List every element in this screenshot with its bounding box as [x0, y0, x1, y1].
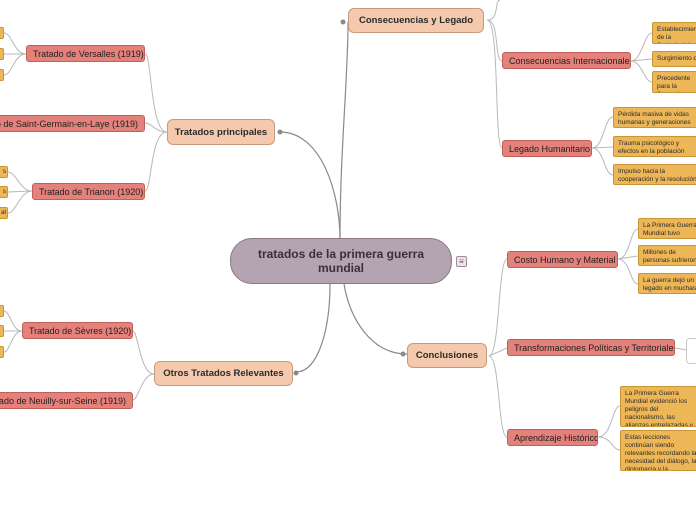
sub-node-label: Aprendizaje Histórico [514, 432, 598, 443]
main-node-consecuencias[interactable]: Consecuencias y Legado [348, 8, 484, 33]
leaf-text: La guerra dejó un legado en muchas parte… [643, 277, 696, 292]
leaf-stub[interactable] [0, 346, 4, 358]
sub-node-label: Costo Humano y Material [514, 254, 616, 265]
leaf-text: al [0, 209, 6, 216]
leaf-node[interactable]: al [0, 207, 8, 219]
main-node-tratados-principales[interactable]: Tratados principales [167, 119, 275, 145]
leaf-node[interactable]: La guerra dejó un legado en muchas parte… [638, 273, 696, 294]
main-node-label: Tratados principales [174, 126, 268, 138]
leaf-node[interactable]: Millones de personas sufrieron el trauma… [638, 245, 696, 266]
leaf-text: Trauma psicológico y efectos en la pobla… [618, 140, 685, 155]
leaf-text: Estas lecciones continúan siendo relevan… [625, 434, 696, 471]
leaf-text: Millones de personas sufrieron el trauma… [643, 249, 696, 264]
leaf-text: s [2, 168, 6, 175]
leaf-node[interactable]: Pérdida masiva de vidas humanas y genera… [613, 107, 696, 128]
leaf-text: Surgimiento de [657, 55, 696, 62]
sub-node-sevres[interactable]: Tratado de Sèvres (1920) [22, 322, 133, 339]
leaf-node[interactable]: Surgimiento de [652, 51, 696, 67]
leaf-text: La Primera Guerra Mundial evidenció los … [625, 390, 693, 427]
main-node-conclusiones[interactable]: Conclusiones [407, 343, 487, 368]
sub-node-versalles[interactable]: Tratado de Versalles (1919) [26, 45, 145, 62]
sub-node-trianon[interactable]: Tratado de Trianon (1920) [32, 183, 145, 200]
leaf-text: s [2, 188, 6, 195]
sub-node-label: Transformaciones Políticas y Territorial… [514, 342, 675, 353]
connector-dot [400, 351, 406, 357]
sub-node-label: Tratado de Saint-Germain-en-Laye (1919) [0, 118, 138, 129]
connector-dot [277, 129, 283, 135]
sub-node-label: Tratado de Trianon (1920) [39, 186, 144, 197]
sub-node-label: Tratado de Neuilly-sur-Seine (1919) [0, 395, 126, 406]
sub-node-saint-germain[interactable]: Tratado de Saint-Germain-en-Laye (1919) [0, 115, 145, 132]
sub-node-label: Tratado de Versalles (1919) [33, 48, 144, 59]
leaf-node[interactable]: Precedente para la Segunda Guerra Mundia… [652, 71, 696, 93]
leaf-node[interactable]: s [0, 186, 8, 198]
sub-node-label: Legado Humanitario [509, 143, 591, 154]
sub-node-aprendizaje[interactable]: Aprendizaje Histórico [507, 429, 598, 446]
main-node-otros-tratados[interactable]: Otros Tratados Relevantes [154, 361, 293, 386]
main-node-label: Conclusiones [415, 350, 479, 361]
connector-dot [340, 19, 346, 25]
sub-node-label: Tratado de Sèvres (1920) [29, 325, 132, 336]
sub-node-neuilly[interactable]: Tratado de Neuilly-sur-Seine (1919) [0, 392, 133, 409]
leaf-stub[interactable] [0, 325, 4, 337]
collapsed-node-outline[interactable] [686, 338, 696, 364]
leaf-stub[interactable] [0, 48, 4, 60]
leaf-node[interactable]: s [0, 166, 8, 178]
sub-node-legado-humanitario[interactable]: Legado Humanitario [502, 140, 592, 157]
leaf-node[interactable]: Establecimiento de la Sociedad de las Na… [652, 22, 696, 44]
leaf-stub[interactable] [0, 27, 4, 39]
sub-node-costo-humano[interactable]: Costo Humano y Material [507, 251, 618, 268]
leaf-text: Pérdida masiva de vidas humanas y genera… [618, 111, 691, 126]
leaf-text: La Primera Guerra Mundial tuvo efectos d… [643, 222, 696, 237]
main-node-label: Otros Tratados Relevantes [163, 368, 284, 379]
leaf-node[interactable]: Trauma psicológico y efectos en la pobla… [613, 136, 696, 157]
menu-icon[interactable]: ≡ [456, 256, 467, 267]
leaf-stub[interactable] [0, 69, 4, 81]
leaf-text: Impulso hacia la cooperación y la resolu… [618, 168, 696, 183]
leaf-node[interactable]: Estas lecciones continúan siendo relevan… [620, 430, 696, 471]
central-topic[interactable]: tratados de la primera guerra mundial [230, 238, 452, 284]
sub-node-consecuencias-internacionales[interactable]: Consecuencias Internacionales [502, 52, 631, 69]
sub-node-label: Consecuencias Internacionales [509, 55, 631, 66]
leaf-node[interactable]: La Primera Guerra Mundial tuvo efectos d… [638, 218, 696, 239]
leaf-node[interactable]: Impulso hacia la cooperación y la resolu… [613, 164, 696, 185]
connector-dot [293, 370, 299, 376]
central-topic-label: tratados de la primera guerra mundial [257, 247, 425, 275]
leaf-node[interactable]: La Primera Guerra Mundial evidenció los … [620, 386, 696, 427]
leaf-text: Precedente para la Segunda Guerra Mundia… [657, 75, 691, 92]
leaf-stub[interactable] [0, 305, 4, 317]
leaf-text: Establecimiento de la Sociedad de las Na… [657, 26, 696, 43]
sub-node-transformaciones[interactable]: Transformaciones Políticas y Territorial… [507, 339, 675, 356]
main-node-label: Consecuencias y Legado [358, 15, 474, 26]
